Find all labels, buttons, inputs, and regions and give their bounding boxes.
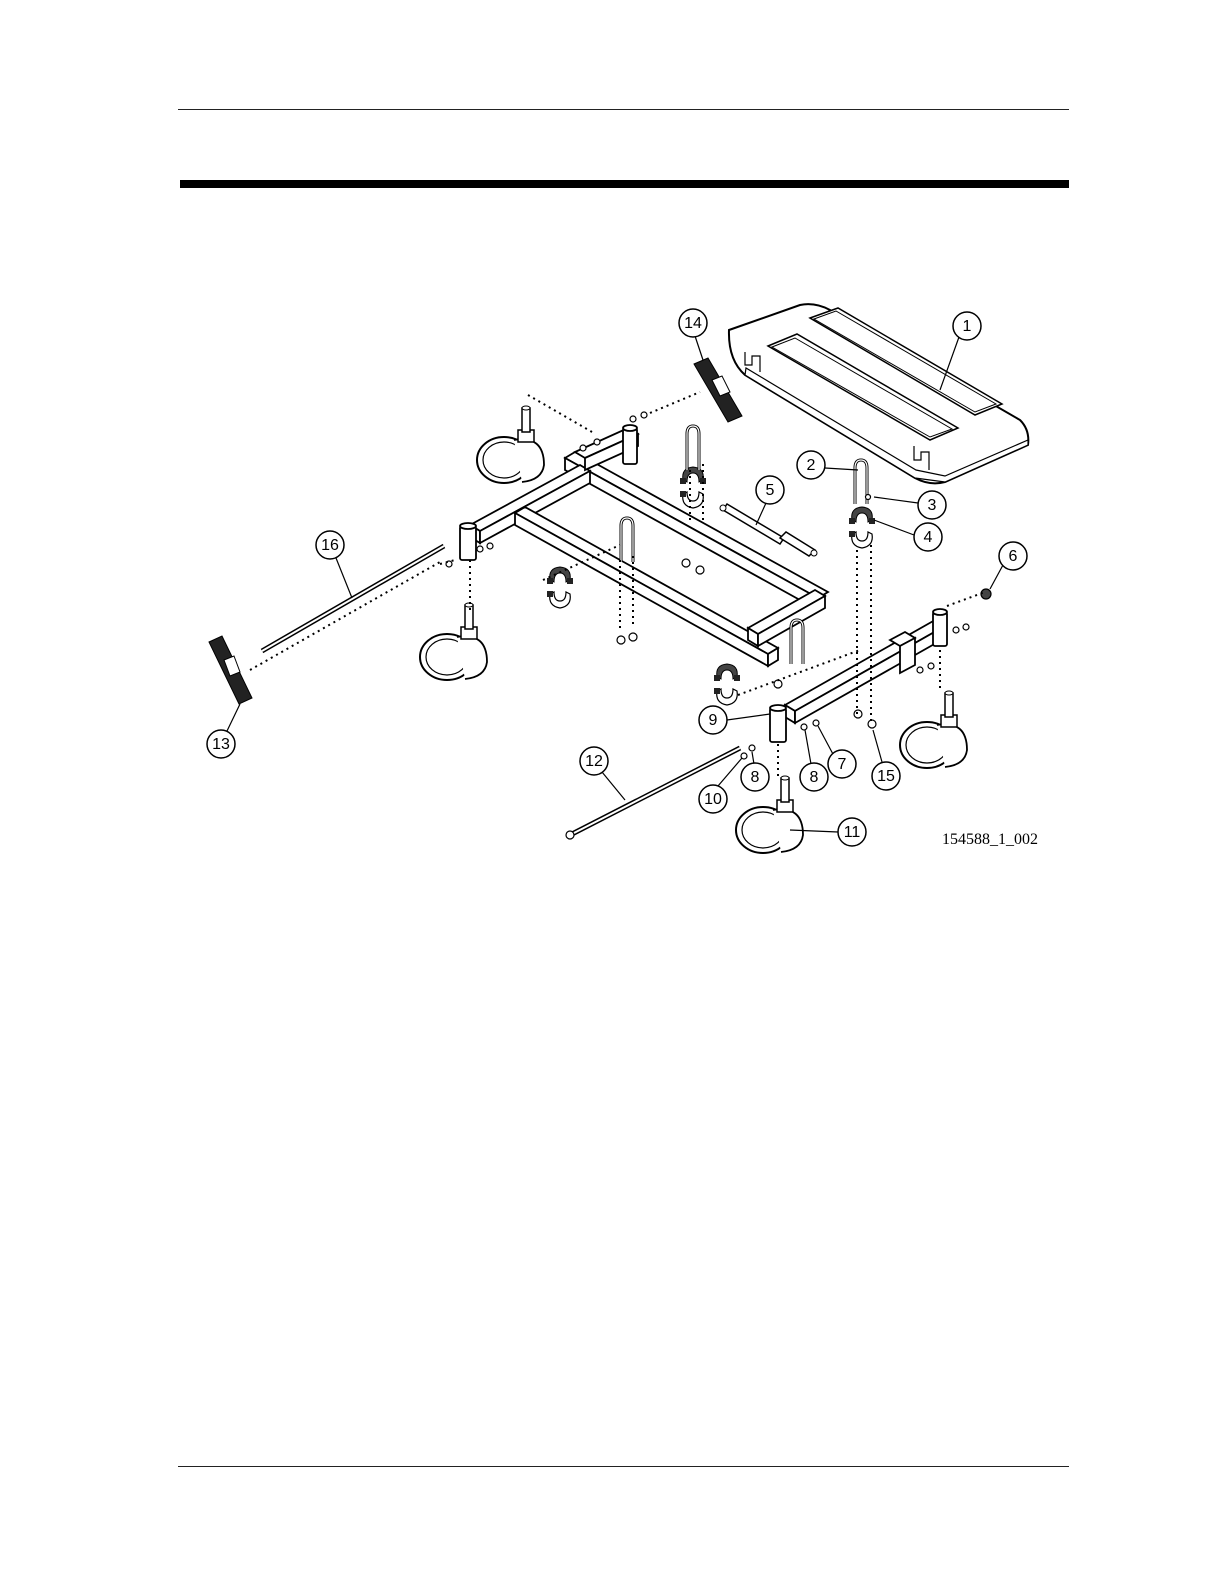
svg-text:5: 5 [766,482,775,499]
svg-text:14: 14 [684,315,702,332]
svg-text:15: 15 [877,768,895,785]
svg-text:6: 6 [1009,548,1018,565]
svg-text:12: 12 [585,753,603,770]
callout-15: 15 [872,730,900,790]
rod-part-16 [262,546,444,651]
callout-5: 5 [756,476,784,525]
svg-text:1: 1 [963,318,972,335]
cover-part-1 [729,304,1028,483]
footer-rule [178,1466,1069,1467]
svg-text:11: 11 [844,824,861,841]
callout-12: 12 [580,747,625,800]
callout-8a: 8 [800,730,828,791]
svg-text:4: 4 [924,529,933,546]
svg-text:2: 2 [807,457,816,474]
clamp-part-4 [547,467,875,705]
callout-16: 16 [316,531,352,598]
callout-9: 9 [699,706,770,734]
svg-text:8: 8 [810,769,819,786]
svg-text:7: 7 [838,756,847,773]
callout-14: 14 [679,309,707,360]
svg-text:16: 16 [321,537,339,554]
callout-2: 2 [797,451,858,479]
pedal-part-13 [209,636,252,704]
svg-text:13: 13 [212,736,230,753]
svg-text:9: 9 [709,712,718,729]
callout-13: 13 [207,704,240,758]
callout-4: 4 [874,520,942,551]
drawing-number-label: 154588_1_002 [942,831,1038,849]
svg-text:10: 10 [704,791,722,808]
pedal-part-14 [694,358,742,422]
callout-6: 6 [990,542,1027,589]
svg-text:8: 8 [751,769,760,786]
svg-text:3: 3 [928,497,937,514]
callout-3: 3 [874,491,946,519]
